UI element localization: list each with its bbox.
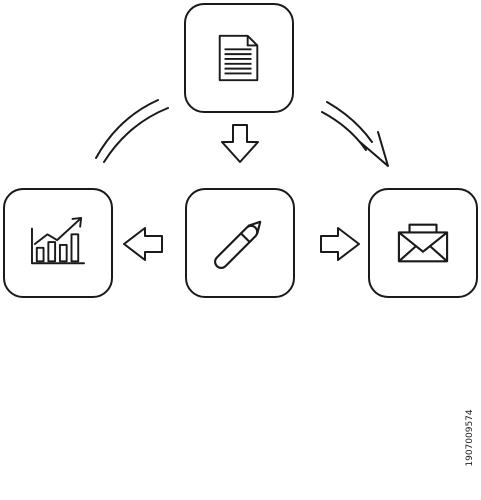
curved-connector-chart-document: [95, 99, 169, 163]
left-arrow-icon: [123, 227, 163, 261]
pencil-icon: [214, 220, 262, 269]
node-mail: [368, 188, 478, 298]
stock-id-label: 1907009574: [465, 408, 475, 467]
curved-arrow-document-mail: [321, 101, 389, 167]
node-document: [184, 3, 294, 113]
bar-chart-icon: [31, 216, 85, 265]
envelope-icon: [397, 223, 449, 263]
down-arrow-icon: [221, 124, 259, 163]
node-chart: [3, 188, 113, 298]
document-icon: [218, 34, 259, 82]
node-pencil: [185, 188, 295, 298]
right-arrow-icon: [320, 227, 360, 261]
arrowhead: [359, 131, 389, 167]
